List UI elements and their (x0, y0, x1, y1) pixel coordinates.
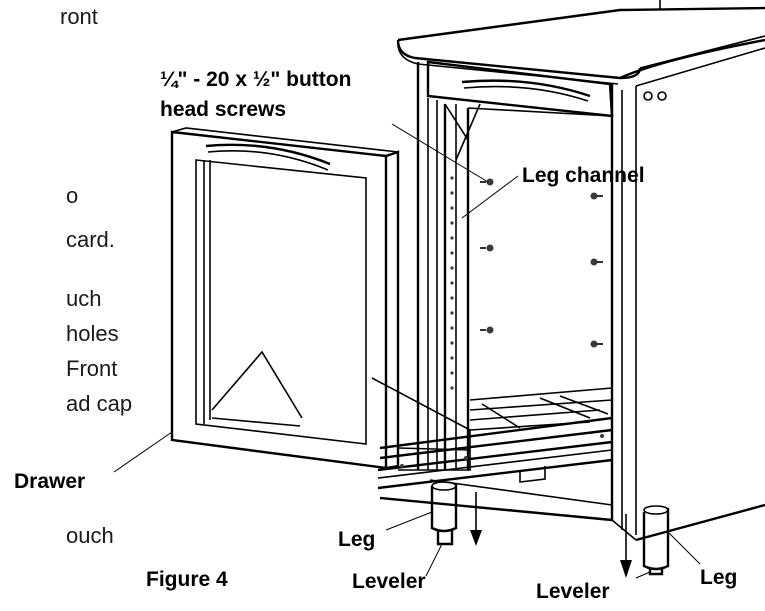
leader-lines (113, 123, 701, 579)
leveler-right-leader (635, 571, 651, 579)
text-fragment-1: ront (60, 4, 98, 29)
screws-right (590, 192, 603, 348)
front-down-arrow-head (470, 530, 482, 546)
cabinet (377, 0, 765, 542)
leveler-front-leader (425, 543, 443, 577)
side-panel-bottom (635, 503, 765, 542)
countertop-front-edge (396, 39, 642, 80)
leg-channel-label: Leg channel (522, 164, 645, 187)
text-fragment-5: holes (66, 321, 119, 346)
right-leg (620, 505, 670, 578)
leg-front-label: Leg (338, 528, 375, 551)
callout-labels: ¼" - 20 x ½" button head screws Leg chan… (14, 68, 737, 603)
leg-front-leader (385, 511, 433, 531)
leveler-front-label: Leveler (352, 570, 426, 593)
hinge-hole-2 (657, 91, 667, 101)
screws-leader (391, 123, 489, 183)
cropped-body-text: ront o card. uch holes Front ad cap ouch (60, 4, 132, 548)
cabinet-bottom-front (379, 496, 613, 522)
screws-label-line2: head screws (160, 98, 286, 121)
front-leg (430, 481, 482, 546)
text-fragment-4: uch (66, 286, 101, 311)
drawer-label: Drawer (14, 470, 85, 493)
text-fragment-6: Front (66, 356, 117, 381)
screws-label-line1: ¼" - 20 x ½" button (160, 68, 351, 91)
countertop-back-edge (397, 6, 765, 42)
drawer-rails (377, 387, 613, 490)
drawer-glass (195, 159, 367, 445)
leg-channel-holes (450, 176, 454, 390)
text-fragment-7: ad cap (66, 391, 132, 416)
leveler-right-label: Leveler (536, 580, 610, 603)
figure-caption: Figure 4 (146, 568, 228, 591)
right-leveler (648, 568, 664, 576)
drawer-door (170, 127, 471, 471)
countertop-right-edge (619, 38, 765, 80)
drawer-leader (113, 431, 173, 473)
text-fragment-8: ouch (66, 523, 114, 548)
leg-right-leader (667, 531, 701, 565)
leg-channel-leader (461, 175, 519, 219)
right-down-arrow-head (620, 560, 632, 578)
screws-left (480, 178, 494, 334)
hinge-hole-1 (643, 91, 653, 101)
text-fragment-2: o (66, 183, 78, 208)
leg-right-label: Leg (700, 566, 737, 589)
front-leveler (436, 530, 454, 546)
text-fragment-3: card. (66, 227, 115, 252)
top-drawer-handle (461, 79, 591, 98)
drawer-handle (205, 143, 331, 166)
